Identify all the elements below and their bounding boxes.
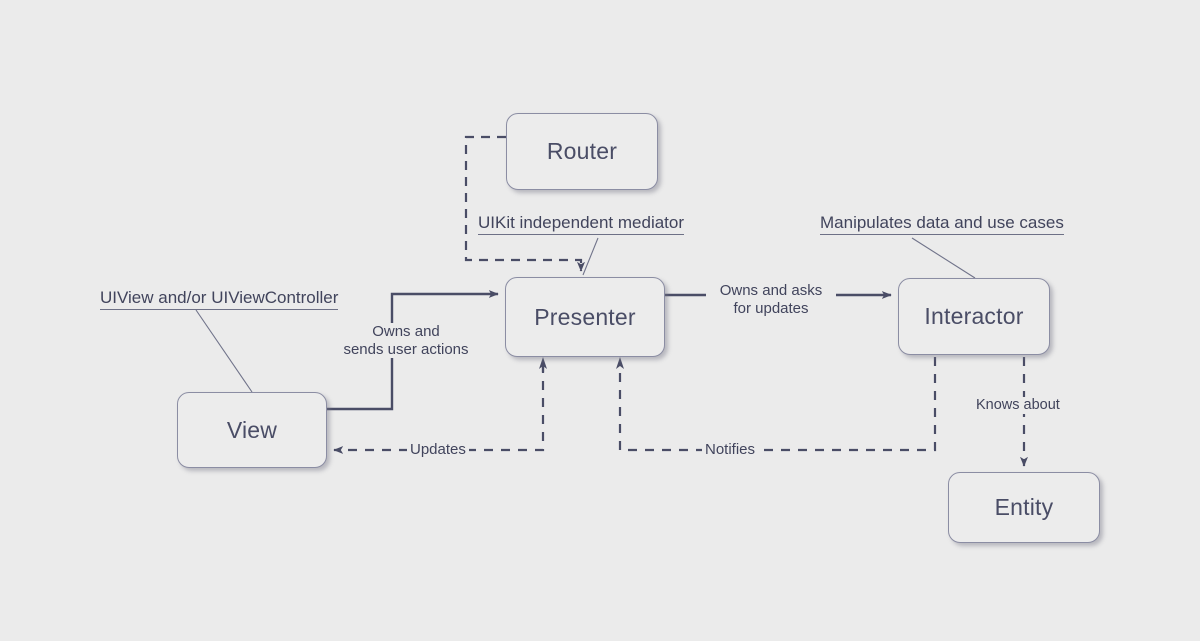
edge-label-text: Knows about [976, 397, 1060, 413]
edge-label-line-2: sends user actions [343, 340, 469, 358]
edge-label-text: Notifies [705, 441, 756, 458]
leader-view-note [195, 309, 253, 393]
node-view[interactable]: View [177, 392, 327, 468]
node-router-label: Router [546, 138, 618, 164]
edge-label-text: Updates [410, 441, 466, 458]
edge-label-interactor-to-entity: Knows about [973, 397, 1063, 415]
edge-label-view-to-presenter: Owns and sends user actions [334, 323, 478, 359]
leader-presenter-note [582, 237, 599, 276]
node-entity-label: Entity [994, 494, 1054, 520]
edge-label-interactor-to-presenter: Notifies [702, 441, 759, 459]
node-interactor[interactable]: Interactor [898, 278, 1050, 355]
annotation-view-note: UIView and/or UIViewController [100, 288, 339, 310]
annotation-presenter-note: UIKit independent mediator [478, 213, 685, 235]
node-presenter[interactable]: Presenter [505, 277, 665, 357]
edge-presenter-to-view-updates [333, 364, 545, 454]
edge-label-line-1: Owns and asks [719, 282, 823, 299]
arrowhead-updates-into-presenter [539, 357, 547, 369]
node-presenter-label: Presenter [534, 303, 636, 330]
edge-label-line-2: for updates [733, 299, 809, 317]
node-interactor-label: Interactor [924, 303, 1024, 329]
node-router[interactable]: Router [506, 113, 658, 190]
arrowhead-notifies-into-presenter [616, 357, 624, 369]
node-entity[interactable]: Entity [948, 472, 1100, 543]
annotation-interactor-note: Manipulates data and use cases [820, 213, 1064, 235]
leader-interactor-note [911, 237, 976, 279]
edge-label-presenter-to-interactor: Owns and asks for updates [706, 282, 836, 318]
edge-label-line-1: Owns and [372, 323, 440, 340]
edge-label-presenter-to-view: Updates [407, 441, 469, 459]
node-view-label: View [226, 416, 278, 443]
edge-interactor-to-presenter-notifies [618, 357, 937, 452]
